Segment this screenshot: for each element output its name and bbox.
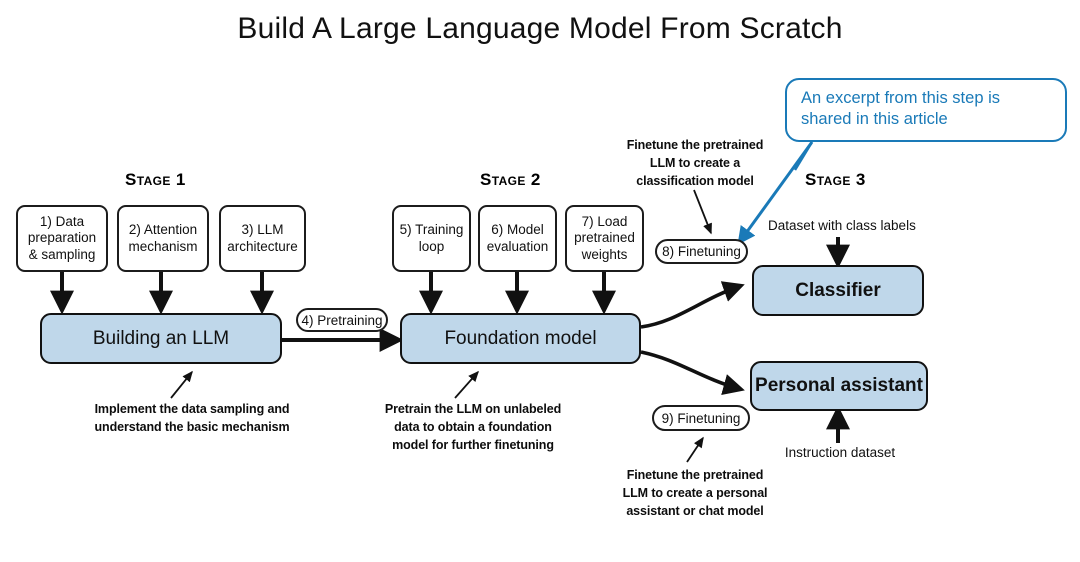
callout-arrow — [737, 141, 814, 245]
step-box-6-model-evaluation[interactable]: 6) Model evaluation — [478, 205, 557, 272]
step-box-2-attention-mechanism[interactable]: 2) Attention mechanism — [117, 205, 209, 272]
stage2-step-arrows — [419, 272, 616, 315]
branch-to-assistant — [640, 350, 745, 396]
stage1-step-arrows — [50, 272, 274, 315]
pill-8-finetuning[interactable]: 8) Finetuning — [655, 239, 748, 264]
excerpt-callout: An excerpt from this step is shared in t… — [785, 78, 1067, 142]
step-box-3-llm-architecture[interactable]: 3) LLM architecture — [219, 205, 306, 272]
stage-label-1: Stage 1 — [125, 170, 186, 189]
excerpt-callout-text: An excerpt from this step is shared in t… — [801, 89, 1000, 129]
step-box-5-training-loop[interactable]: 5) Training loop — [392, 205, 471, 272]
annotation-assistant: Finetune the pretrained LLM to create a … — [622, 468, 768, 519]
output-box-personal-assistant[interactable]: Personal assistant — [750, 361, 928, 411]
annotation-stage2: Pretrain the LLM on unlabeled data to ob… — [384, 402, 562, 453]
output-box-classifier[interactable]: Classifier — [752, 265, 924, 316]
pill-4-pretraining[interactable]: 4) Pretraining — [296, 308, 388, 332]
page-title: Build A Large Language Model From Scratc… — [237, 12, 843, 45]
branch-to-classifier — [640, 281, 745, 329]
pill-9-finetuning[interactable]: 9) Finetuning — [652, 405, 750, 431]
output-box-foundation-model[interactable]: Foundation model — [400, 313, 641, 364]
annotation-classification: Finetune the pretrained LLM to create a … — [626, 138, 764, 189]
caption-instruction-dataset: Instruction dataset — [784, 445, 896, 460]
step-box-1-data-preparation[interactable]: 1) Data preparation & sampling — [16, 205, 108, 272]
annotation-stage1: Implement the data sampling and understa… — [94, 402, 290, 435]
stage-label-3: Stage 3 — [805, 170, 866, 189]
caption-dataset-with-class-labels: Dataset with class labels — [768, 218, 916, 233]
stage-label-2: Stage 2 — [480, 170, 541, 189]
annotation-pointers — [170, 189, 712, 463]
output-box-building-an-llm[interactable]: Building an LLM — [40, 313, 282, 364]
step-box-7-load-pretrained-weights[interactable]: 7) Load pretrained weights — [565, 205, 644, 272]
